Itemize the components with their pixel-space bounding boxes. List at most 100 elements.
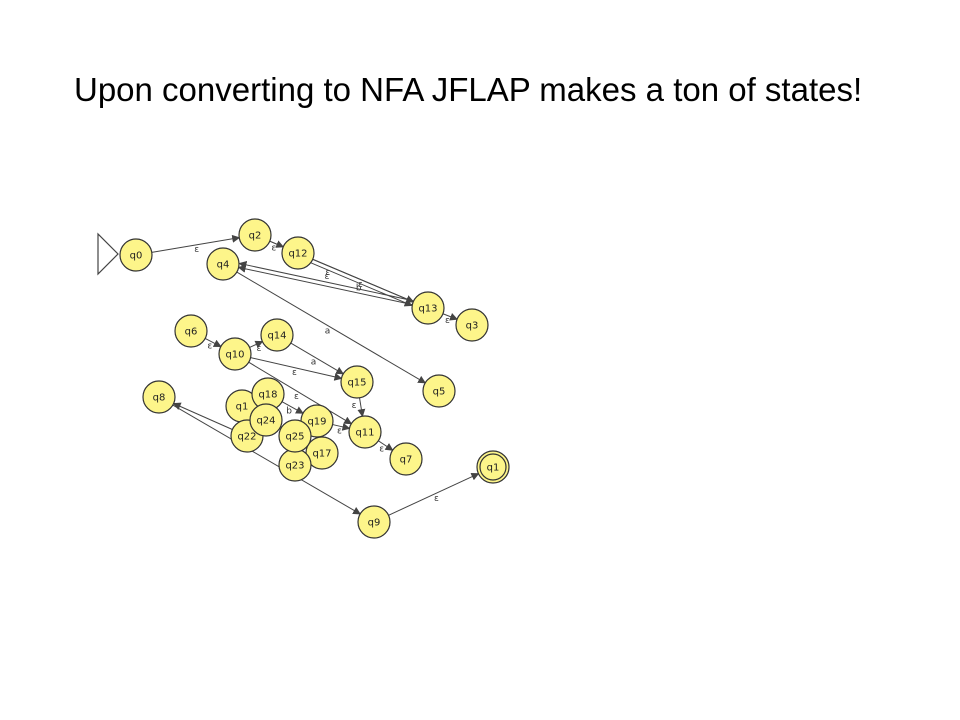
transition-label: ε — [352, 401, 357, 411]
state-q13[interactable]: q13 — [411, 291, 445, 325]
final-state-ring — [479, 453, 507, 481]
transition-label: ε — [294, 392, 299, 402]
transition-arrow — [236, 271, 427, 384]
state-circle — [357, 505, 391, 539]
transition-arrow — [332, 422, 351, 431]
transition-q22-q8 — [172, 402, 233, 430]
state-q10[interactable]: q10 — [218, 337, 252, 371]
transition-label: ε — [292, 368, 297, 378]
state-label: q14 — [267, 331, 286, 342]
state-label: q12 — [288, 249, 307, 260]
state-q1[interactable]: q1 — [476, 450, 510, 484]
transition-arrow — [151, 234, 241, 253]
state-circle — [422, 374, 456, 408]
state-label: q0 — [130, 251, 143, 262]
transition-q13-q4: ε — [238, 261, 414, 302]
transition-arrow — [204, 337, 222, 348]
state-q3[interactable]: q3 — [455, 308, 489, 342]
start-arrow-triangle — [97, 232, 119, 276]
state-q8[interactable]: q8 — [142, 380, 176, 414]
transition-arrow — [237, 264, 413, 306]
transition-arrow — [378, 440, 394, 451]
state-q4[interactable]: q4 — [206, 247, 240, 281]
transition-q9-q1: ε — [388, 473, 480, 516]
start-state-marker — [97, 232, 119, 276]
state-circle — [218, 337, 252, 371]
transition-arrow — [442, 312, 459, 321]
transition-arrow — [388, 473, 480, 516]
transition-q18-q19: b — [281, 401, 304, 417]
state-label: q15 — [347, 378, 366, 389]
slide-title: Upon converting to NFA JFLAP makes a ton… — [74, 71, 863, 108]
transition-q15-q11: ε — [352, 397, 366, 418]
transition-q0-q2: ε — [151, 234, 241, 255]
state-q2[interactable]: q2 — [238, 218, 272, 252]
transition-arrow — [310, 262, 413, 307]
state-label: q11 — [355, 428, 374, 439]
transition-label: ε — [207, 342, 212, 352]
transition-label: ε — [379, 444, 384, 454]
transition-q10-q15: ε — [250, 357, 343, 381]
transition-arrow — [249, 340, 264, 349]
states-layer: q0 q2 q12 q4 q13 q3 q6 q14 q10 q15 q5 q8 q11 q7 q1 q9 q1… — [119, 218, 510, 539]
transition-label: b — [286, 407, 292, 417]
state-label: q9 — [368, 518, 381, 529]
transition-q8-q9 — [172, 404, 362, 515]
transition-arrow — [172, 404, 362, 515]
transition-q14-q15: a — [290, 342, 345, 375]
state-q9[interactable]: q9 — [357, 505, 391, 539]
state-q5[interactable]: q5 — [422, 374, 456, 408]
state-label: q8 — [153, 393, 166, 404]
state-q6[interactable]: q6 — [174, 314, 208, 348]
transition-arrow — [290, 342, 345, 375]
state-circle — [238, 218, 272, 252]
state-q25[interactable]: q25 — [278, 419, 312, 453]
state-q12[interactable]: q12 — [281, 236, 315, 270]
transition-label: a — [325, 327, 331, 337]
state-circle — [119, 238, 153, 272]
state-label: q2 — [249, 231, 262, 242]
transition-label: ε — [434, 494, 439, 504]
state-label: q25 — [285, 432, 304, 443]
transition-label: ε — [337, 426, 342, 436]
state-label: q13 — [418, 304, 437, 315]
transition-label: ε — [325, 272, 330, 282]
transition-arrow — [250, 357, 343, 381]
state-label: q5 — [433, 387, 446, 398]
state-circle — [142, 380, 176, 414]
state-circle — [206, 247, 240, 281]
state-q11[interactable]: q11 — [348, 415, 382, 449]
transition-label: ε — [194, 245, 199, 255]
state-label: q1 — [487, 463, 500, 474]
transition-q2-q12: ε — [269, 240, 285, 253]
state-circle — [278, 419, 312, 453]
state-label: q1 — [236, 402, 249, 413]
transition-label: ε — [256, 344, 261, 354]
state-label: q19 — [307, 417, 326, 428]
transition-q13-q3: ε — [442, 312, 459, 326]
state-label: q4 — [217, 260, 230, 271]
state-q0[interactable]: q0 — [119, 238, 153, 272]
state-circle — [281, 236, 315, 270]
state-label: q10 — [225, 350, 244, 361]
state-q18[interactable]: q18 — [251, 377, 285, 411]
state-q7[interactable]: q7 — [389, 442, 423, 476]
state-label: q23 — [285, 461, 304, 472]
transition-label: ε — [325, 268, 330, 278]
transition-label: ε — [271, 243, 276, 253]
transition-arrow — [281, 401, 304, 414]
state-circle — [340, 365, 374, 399]
state-circle — [455, 308, 489, 342]
state-q24[interactable]: q24 — [249, 403, 283, 437]
transition-label: a — [311, 358, 317, 368]
state-q23[interactable]: q23 — [278, 448, 312, 482]
state-label: q3 — [466, 321, 479, 332]
state-label: q22 — [237, 432, 256, 443]
transition-q19-q11: ε — [332, 422, 351, 436]
transition-arrow — [357, 397, 366, 418]
state-circle — [411, 291, 445, 325]
state-q15[interactable]: q15 — [340, 365, 374, 399]
transition-q6-q10: ε — [204, 337, 222, 352]
state-q14[interactable]: q14 — [260, 318, 294, 352]
transition-label: ε — [445, 316, 450, 326]
